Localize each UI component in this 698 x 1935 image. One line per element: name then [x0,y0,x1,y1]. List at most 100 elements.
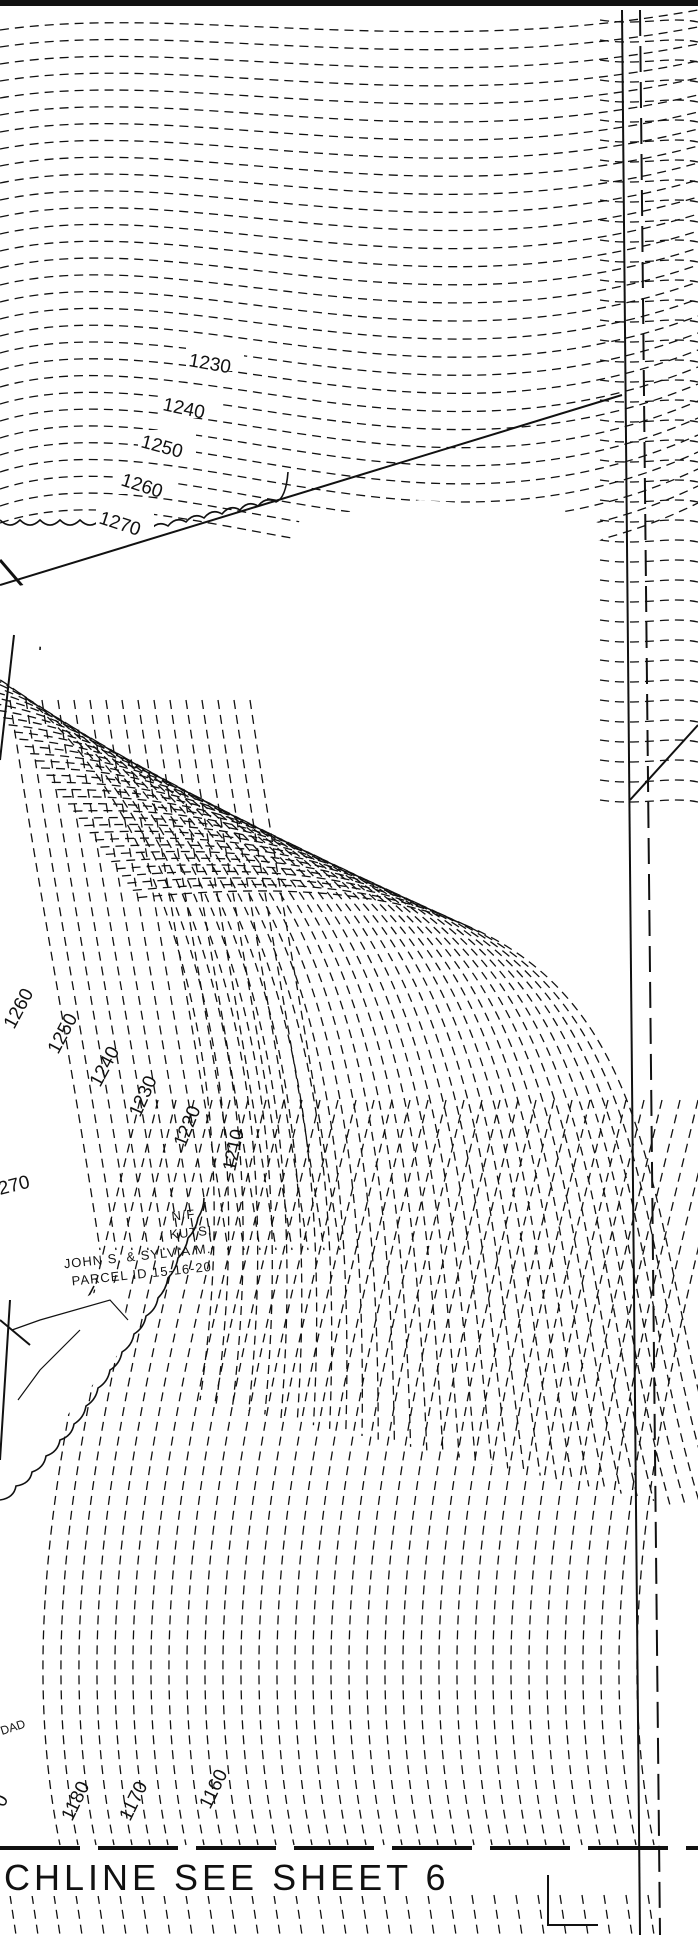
contour-line [132,883,698,1449]
contour-line [0,43,698,69]
contour-line [647,1894,655,1935]
contour-line [599,739,698,743]
contour-line [233,699,325,1251]
contour-line [295,1894,303,1935]
contour-line [168,1099,267,1846]
contour-line [294,1099,393,1846]
contour-line [599,139,698,143]
property-line-west-upper [0,634,15,761]
contour-line [599,19,698,23]
contour-line [0,77,698,105]
contour-line [0,704,303,1422]
contour-line [217,699,309,1251]
contour-line [78,816,558,1480]
contour-line [127,877,698,1500]
contour-line [51,781,477,1462]
contour-line [0,145,698,177]
contour-line [599,79,698,83]
contour-line [599,659,698,663]
contour-line [62,796,509,1469]
contour-line [471,1894,479,1935]
contour-line [0,400,698,449]
contour-line [528,1099,627,1846]
contour-line [599,359,698,363]
contour-line [599,619,698,623]
contour-line [599,639,698,643]
contour-line [599,339,698,343]
contour-line [150,1099,249,1846]
contour-line [599,499,698,503]
contour-line [456,1099,555,1846]
contour-line [474,1099,573,1846]
contour-line [204,1099,303,1846]
contour-line [78,1099,177,1846]
contour-line [13,731,363,1437]
road-edge-east [639,9,661,1935]
contour-line [119,1894,127,1935]
contour-line [599,459,698,463]
contour-line [0,332,698,376]
contour-line [420,1099,519,1846]
contour-line [599,159,698,163]
contour-line [121,699,213,1251]
contour-line [599,439,698,443]
contour-line [537,1894,545,1935]
contour-line [276,1099,375,1846]
contour-line [25,699,117,1251]
contour-label-1260-lower: 1260 [0,985,38,1032]
contour-labels-upper: 1230 1240 1250 1260 1270 [96,345,244,541]
contour-line [0,128,698,159]
contour-line [405,1894,413,1935]
contour-line [599,679,698,683]
contour-line [8,724,348,1433]
contour-line [185,699,277,1251]
contour-line [30,752,412,1447]
contour-line [89,830,590,1487]
contour-line [57,788,493,1465]
contour-line [31,1894,39,1935]
contour-label-1270-partial: 270 [0,1172,32,1200]
contour-line [564,1099,663,1846]
contour-line [141,1894,149,1935]
contour-line [312,1099,411,1846]
contour-line [339,1894,347,1935]
contour-line [0,698,288,1419]
contour-line [0,451,698,503]
contour-line [0,111,698,141]
contour-line [599,179,698,183]
contour-line [599,319,698,323]
contour-line [222,1099,321,1846]
contour-line [114,1099,213,1846]
contour-line [384,1099,483,1846]
contour-line [0,26,698,51]
contour-line [515,1894,523,1935]
contour-line [121,870,687,1509]
contour-line [132,1099,231,1846]
contour-line [75,1894,83,1935]
contour-line [599,579,698,583]
contour-line [24,745,396,1444]
road-label: DAD [0,1717,27,1738]
contour-line [249,699,341,1251]
contour-line [599,519,698,523]
contour-label-partial: 0 [0,1791,13,1810]
contour-line [546,1099,645,1846]
contour-line [94,837,606,1491]
contour-line [186,1099,285,1846]
contour-line [599,239,698,243]
contour-line [96,1099,195,1846]
match-line-label: CHLINE SEE SHEET 6 [4,1857,449,1898]
contour-line [348,1099,447,1846]
contour-line [89,699,181,1251]
contour-line [0,247,698,286]
contour-line [84,823,574,1483]
contour-line [599,599,698,603]
contour-line [0,684,244,1408]
contour-line [105,699,197,1251]
contour-line [57,699,149,1251]
contour-line [582,1099,681,1846]
contour-line [201,699,293,1251]
contour-line [0,688,259,1411]
contour-line [599,719,698,723]
contour-line [111,857,655,1501]
